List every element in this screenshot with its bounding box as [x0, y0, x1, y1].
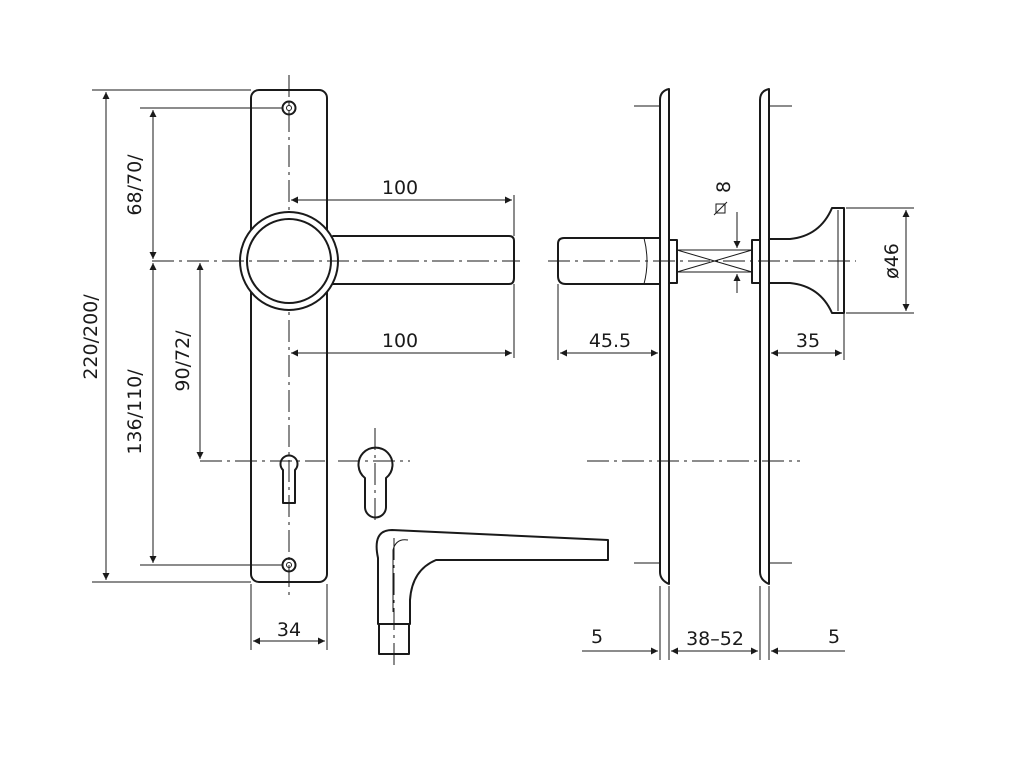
side-plate-right [759, 88, 770, 585]
side-plate-left [659, 88, 670, 585]
knob-diameter-label: ø46 [881, 243, 903, 279]
plate-thickness-right-label: 5 [828, 626, 840, 648]
lever-handle-front [332, 235, 515, 285]
total-length-label: 220/200/ [80, 294, 102, 380]
handle-rosette-outer [239, 211, 339, 311]
square-icon [715, 203, 726, 214]
lever-variant [375, 529, 609, 665]
spindle-label: 8 [713, 181, 735, 193]
l-lever-inner-line [392, 539, 409, 612]
side-view [548, 88, 856, 585]
l-lever-outline [375, 529, 609, 625]
keyhole [279, 454, 299, 504]
spindle-cross-b [676, 249, 753, 273]
backset-label: 90/72/ [172, 330, 194, 392]
front-view [152, 75, 520, 598]
lever-length-bottom-label: 100 [382, 330, 418, 352]
side-dimensions: 45.5 35 ø46 8 38–52 5 5 [557, 181, 914, 660]
side-lever-left [557, 237, 661, 285]
plate-thickness-left-label: 5 [591, 626, 603, 648]
euro-cylinder-profile [357, 446, 394, 519]
plate-width-label: 34 [277, 619, 301, 641]
knob-projection-label: 35 [796, 330, 820, 352]
lever-length-top-label: 100 [382, 177, 418, 199]
front-dimensions: 220/200/ 68/70/ 136/110/ 90/72/ 34 100 1… [80, 89, 515, 650]
lever-projection-label: 45.5 [589, 330, 631, 352]
upper-to-axis-label: 68/70/ [124, 154, 146, 216]
lower-screw-label: 136/110/ [124, 369, 146, 455]
door-thickness-label: 38–52 [686, 628, 744, 650]
